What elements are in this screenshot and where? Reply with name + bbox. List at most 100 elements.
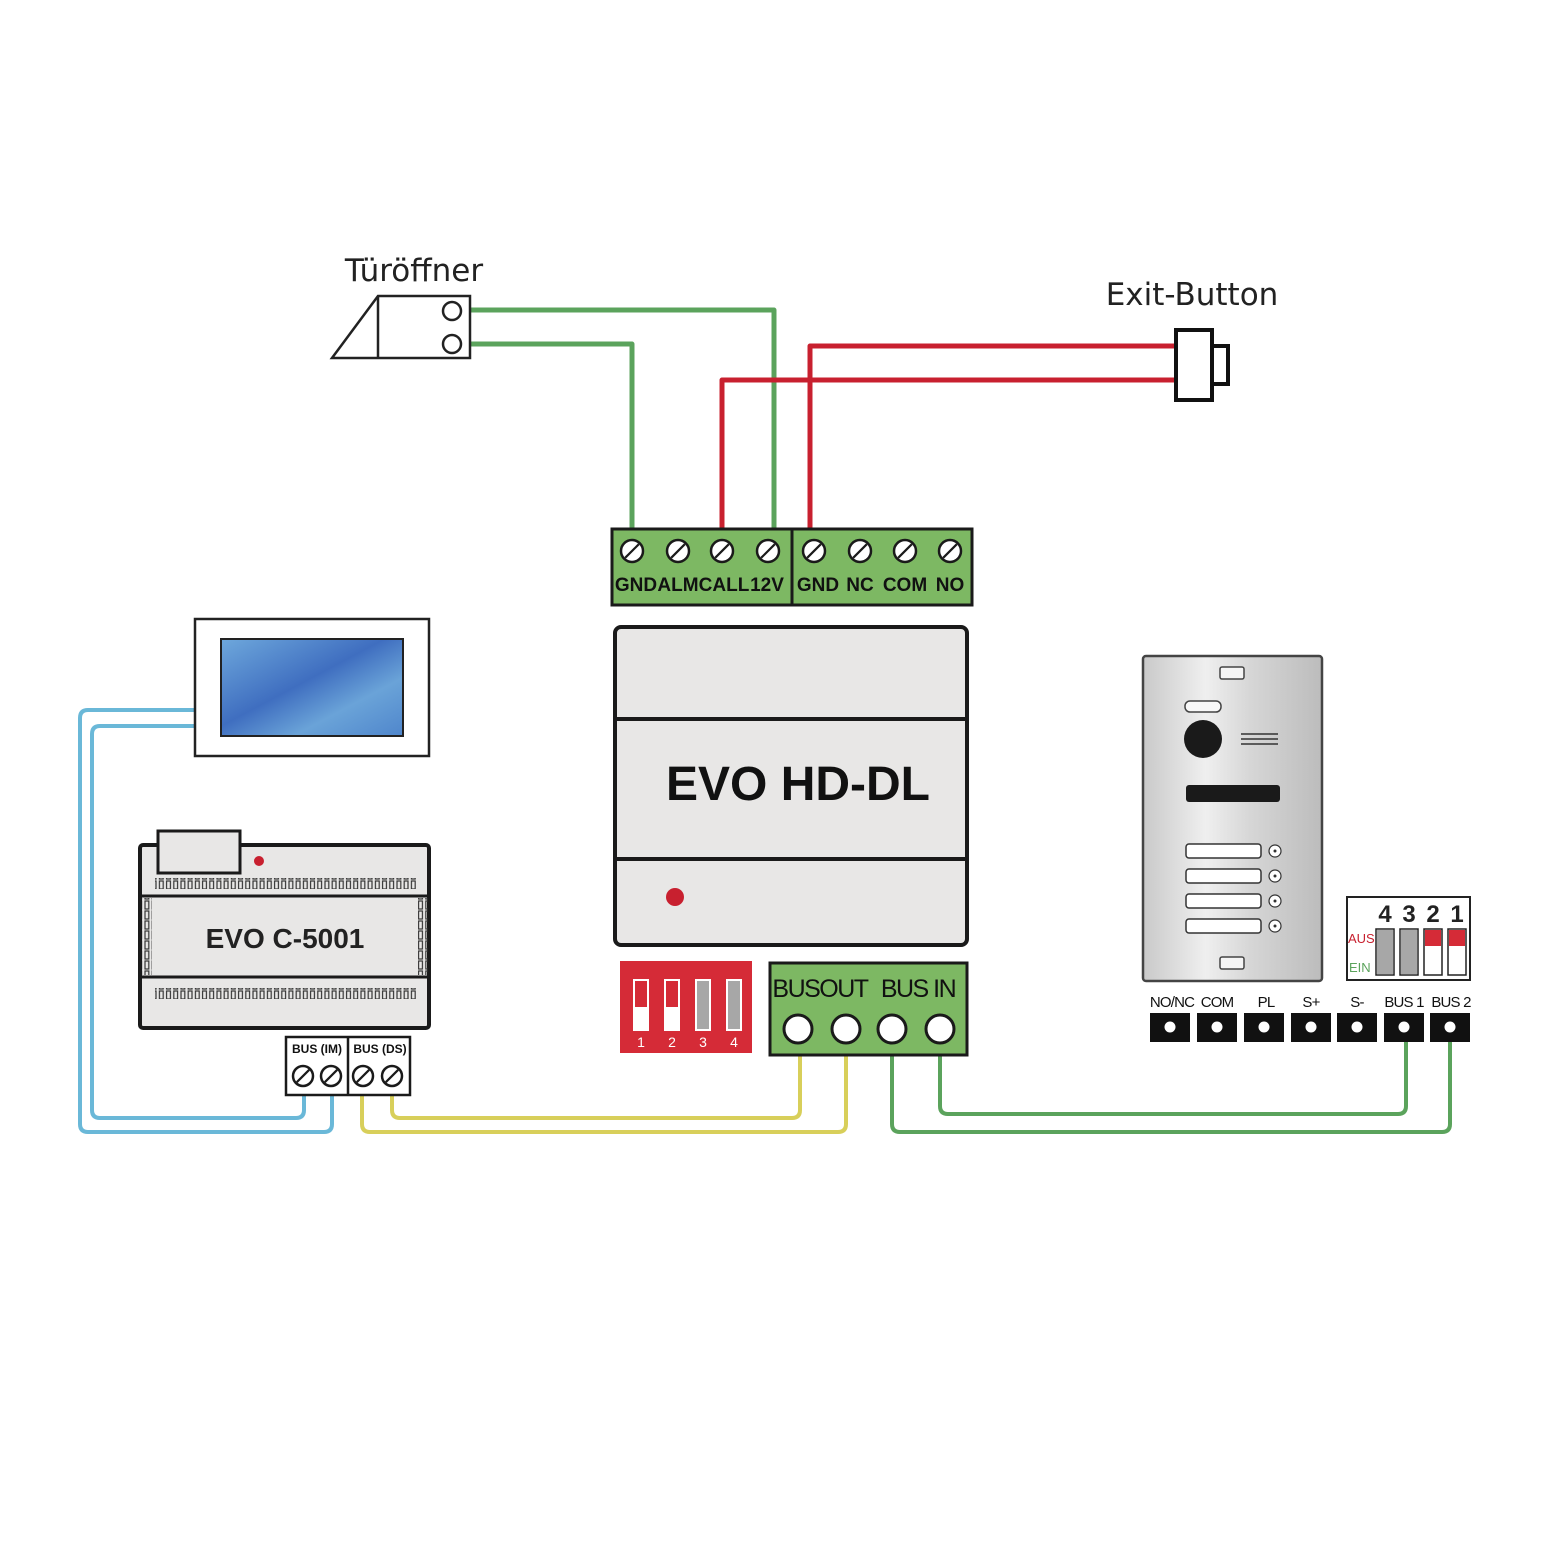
terminal-label-12v: 12V (750, 575, 784, 596)
dip-number: 1 (1450, 901, 1463, 928)
ds-terminal-label: PL (1258, 994, 1275, 1011)
terminal-screw-icon (892, 538, 918, 564)
wire-busin-inner (938, 1028, 1408, 1116)
terminal-screw-icon (709, 538, 735, 564)
dip-slot (633, 979, 649, 1031)
bus-out-terminal (782, 1013, 814, 1045)
terminal-screw-icon (319, 1064, 343, 1088)
dip-number: 2 (668, 1034, 676, 1050)
ds-terminal-icon (1430, 1013, 1470, 1042)
door-station (1141, 654, 1324, 983)
terminal-label-gnd: GND (615, 575, 657, 596)
call-button (1185, 868, 1282, 884)
dip-slot (1399, 928, 1419, 976)
dip-number: 2 (1426, 901, 1439, 928)
wire-exit-call (719, 377, 1179, 543)
wire-busin-outer (890, 1028, 1452, 1134)
bus-out-terminal (830, 1013, 862, 1045)
hd-dl-module: EVO HD-DL (613, 625, 969, 947)
ds-terminal-icon (1384, 1013, 1424, 1042)
wire-busout-inner (390, 1028, 802, 1120)
bus-in-label: BUS IN (881, 975, 956, 1003)
wire-monitor-bus-inner (90, 724, 306, 1120)
controller-c5001: EVO C-5001 BUS (IM) BUS (DS) (138, 829, 431, 1097)
terminal-label-alm: ALM (657, 575, 698, 596)
door-opener-terminal (441, 300, 463, 322)
terminal-screw-icon (351, 1064, 375, 1088)
dip-slot (1423, 928, 1443, 976)
terminal-screw-icon (665, 538, 691, 564)
ds-terminal-label: BUS 2 (1431, 994, 1471, 1011)
ds-terminal-label: BUS 1 (1384, 994, 1424, 1011)
dip-slot (664, 979, 680, 1031)
dip-number: 3 (1402, 901, 1415, 928)
terminal-screw-icon (847, 538, 873, 564)
hd-dl-top-terminal-block: GND ALM CALL 12V GND NC COM NO (610, 527, 974, 607)
terminal-screw-icon (380, 1064, 404, 1088)
dip-slot (1447, 928, 1467, 976)
controller-title: EVO C-5001 (206, 923, 365, 954)
bus-in-terminal (924, 1013, 956, 1045)
exit-button-body-icon (1174, 328, 1214, 402)
exit-button-label: Exit-Button (1106, 277, 1279, 313)
door-opener-label: Türöffner (344, 253, 483, 289)
bus-ds-label: BUS (DS) (353, 1042, 406, 1056)
call-button (1185, 843, 1282, 859)
ds-terminal-label: S+ (1302, 994, 1320, 1011)
dip-number: 1 (637, 1034, 645, 1050)
wire-busout-outer (360, 1028, 848, 1134)
ein-label: EIN (1349, 960, 1371, 975)
terminal-label-gnd-2: GND (797, 575, 839, 596)
wire-door-opener-12v (467, 307, 777, 543)
bus-out-label: BUSOUT (772, 975, 868, 1003)
terminal-screw-icon (755, 538, 781, 564)
name-display (1186, 785, 1280, 802)
door-opener-terminal (441, 333, 463, 355)
wire-door-opener-gnd (467, 341, 635, 543)
speaker-icon (1241, 733, 1278, 745)
exit-button: Exit-Button (1106, 277, 1279, 402)
controller-led-icon (254, 856, 264, 866)
hd-dl-title: EVO HD-DL (666, 758, 930, 811)
terminal-label-no: NO (936, 575, 965, 596)
door-station-terminals: NO/NC COM PL S+ S- BUS 1 BUS 2 (1150, 994, 1472, 1042)
call-button (1185, 893, 1282, 909)
dip-number: 3 (699, 1034, 707, 1050)
terminal-label-nc: NC (846, 575, 874, 596)
indoor-monitor (193, 617, 431, 758)
bus-im-label: BUS (IM) (292, 1042, 342, 1056)
door-opener: Türöffner (329, 253, 483, 360)
camera-icon (1184, 720, 1222, 758)
terminal-screw-icon (801, 538, 827, 564)
ds-terminal-icon (1197, 1013, 1237, 1042)
wires (78, 307, 1452, 1134)
door-opener-body-icon (329, 294, 472, 360)
terminal-screw-icon (937, 538, 963, 564)
hd-dl-dip-switch: 1 2 3 4 (620, 961, 752, 1053)
exit-button-plunger-icon (1210, 344, 1230, 386)
call-button (1185, 918, 1282, 934)
ds-terminal-label: NO/NC (1150, 994, 1195, 1011)
ds-terminal-label: COM (1201, 994, 1234, 1011)
terminal-label-call: CALL (699, 575, 750, 596)
ds-terminal-icon (1291, 1013, 1331, 1042)
terminal-label-com: COM (883, 575, 927, 596)
monitor-screen (220, 638, 404, 737)
controller-connector (156, 829, 242, 875)
ds-terminal-icon (1244, 1013, 1284, 1042)
hd-dl-bus-terminal-block: BUSOUT BUS IN (768, 961, 969, 1057)
wire-exit-gnd (807, 343, 1179, 543)
wire-monitor-bus-outer (78, 708, 334, 1134)
ds-terminal-icon (1150, 1013, 1190, 1042)
dip-slot (726, 979, 742, 1031)
dip-number: 4 (730, 1034, 738, 1050)
bus-in-terminal (876, 1013, 908, 1045)
terminal-screw-icon (619, 538, 645, 564)
ds-terminal-icon (1337, 1013, 1377, 1042)
aus-label: AUS (1348, 931, 1375, 946)
dip-slot (695, 979, 711, 1031)
ds-terminal-label: S- (1350, 994, 1364, 1011)
door-station-dip-switch: 4 3 2 1 AUS EIN (1346, 896, 1471, 981)
hd-dl-led-icon (666, 888, 684, 906)
